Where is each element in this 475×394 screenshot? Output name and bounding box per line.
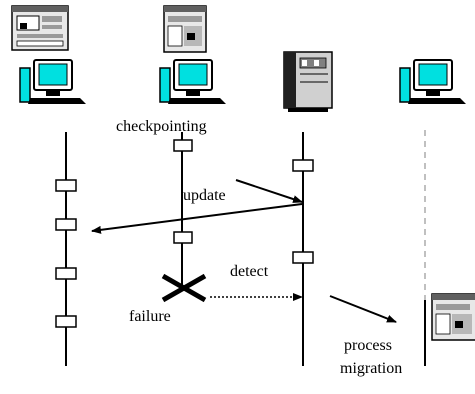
migration-arrow <box>329 295 397 323</box>
desktop-computer-icon <box>399 59 466 104</box>
checkpoint-box <box>173 231 193 244</box>
update-label: update <box>183 187 226 204</box>
update-arrow <box>235 179 303 203</box>
failure-cross-icon <box>161 273 207 303</box>
checkpoint-box <box>55 315 77 328</box>
application-window-icon <box>11 5 69 51</box>
desktop-computer-icon <box>19 59 86 104</box>
server-icon <box>283 51 333 112</box>
desktop-computer-icon <box>159 59 226 104</box>
checkpoint-box <box>55 267 77 280</box>
migration-label: migration <box>340 360 402 377</box>
checkpoint-box <box>292 251 314 264</box>
application-window-icon <box>163 5 207 53</box>
detect-label: detect <box>230 263 269 280</box>
checkpoint-box <box>173 139 193 152</box>
update-broadcast-arrow <box>91 203 303 234</box>
checkpoint-box <box>292 159 314 172</box>
checkpoint-box <box>55 218 77 231</box>
process-label: process <box>344 337 392 354</box>
failure-label: failure <box>129 308 171 325</box>
checkpoint-box <box>55 179 77 192</box>
application-window-icon <box>431 293 475 341</box>
checkpointing-label: checkpointing <box>116 118 207 135</box>
